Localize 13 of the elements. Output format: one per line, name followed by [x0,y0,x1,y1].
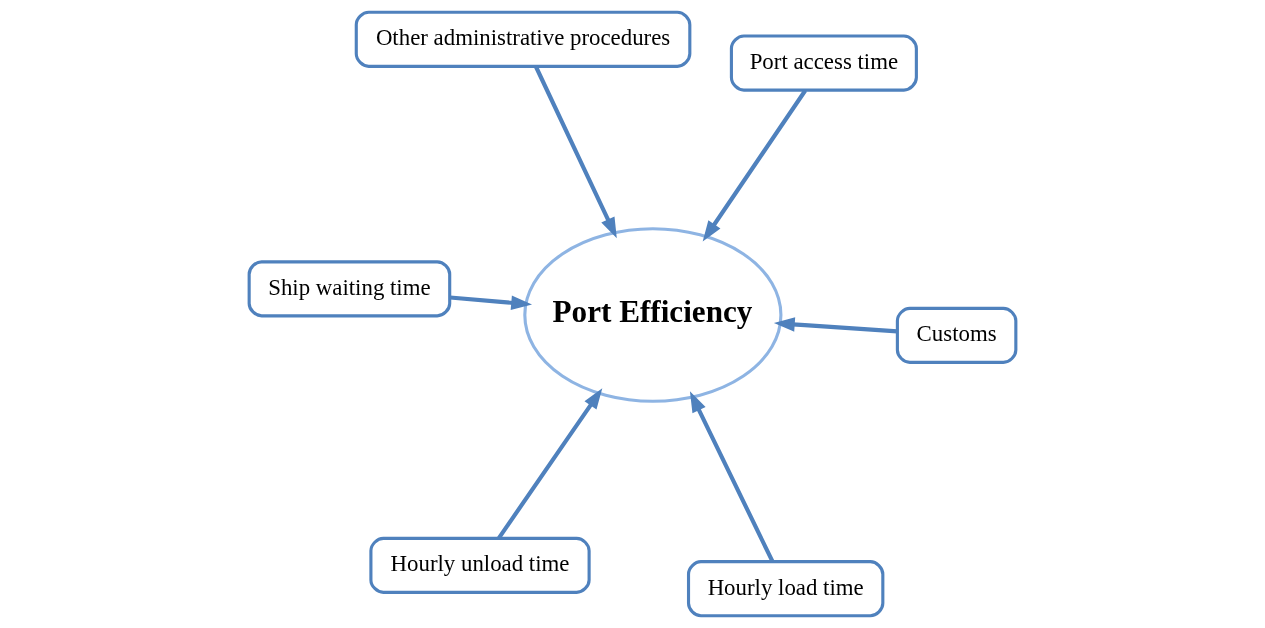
node-box: Hourly load time [686,560,885,618]
arrow [534,65,617,239]
arrow [702,89,807,242]
arrow [497,388,603,540]
node-box: Hourly unload time [369,536,591,594]
node-box: Other administrative procedures [354,10,692,68]
node-ellipse: Port Efficiency [523,227,783,403]
node-box: Ship waiting time [247,260,452,318]
arrow [773,317,898,334]
arrow [689,391,775,563]
node-box: Port access time [729,34,918,92]
arrow [449,295,533,311]
node-box: Customs [895,306,1018,364]
